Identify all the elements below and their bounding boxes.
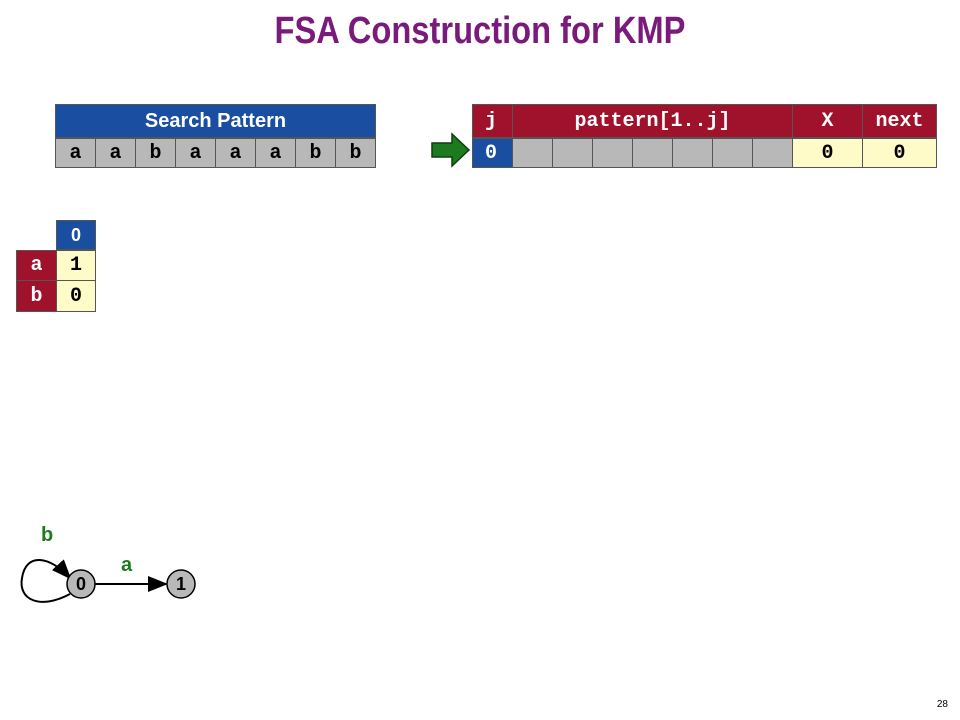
edge-label-b: b — [41, 524, 54, 546]
kmp-pattern-cell — [552, 138, 593, 168]
fsa-value-b: 0 — [56, 280, 96, 312]
pattern-char: a — [95, 138, 136, 168]
kmp-pattern-cell — [592, 138, 633, 168]
kmp-row-next: 0 — [862, 138, 937, 168]
kmp-pattern-cell — [712, 138, 753, 168]
state-1-label: 1 — [175, 574, 186, 594]
kmp-header-pattern: pattern[1..j] — [512, 104, 793, 138]
kmp-header-x: X — [792, 104, 863, 138]
pattern-char: a — [55, 138, 96, 168]
fsa-value-a: 1 — [56, 250, 96, 281]
kmp-pattern-cell — [512, 138, 553, 168]
kmp-pattern-cell — [632, 138, 673, 168]
self-loop-b — [20, 559, 72, 603]
kmp-row-x: 0 — [792, 138, 863, 168]
fsa-symbol-a: a — [16, 250, 57, 281]
kmp-header-next: next — [862, 104, 937, 138]
edge-label-a: a — [121, 554, 133, 576]
pattern-char: b — [135, 138, 176, 168]
page-title: FSA Construction for KMP — [274, 10, 686, 52]
search-pattern-header: Search Pattern — [55, 104, 376, 138]
pattern-char: b — [335, 138, 376, 168]
pattern-char: a — [175, 138, 216, 168]
kmp-row-j: 0 — [472, 138, 513, 168]
pattern-char: a — [215, 138, 256, 168]
kmp-pattern-cell — [672, 138, 713, 168]
fsa-state-header: 0 — [56, 220, 96, 250]
pattern-char: b — [295, 138, 336, 168]
page-number: 28 — [936, 699, 948, 710]
pattern-char: a — [255, 138, 296, 168]
state-0-label: 0 — [75, 574, 86, 594]
kmp-pattern-cell — [752, 138, 793, 168]
kmp-header-j: j — [472, 104, 513, 138]
fsa-symbol-b: b — [16, 280, 57, 312]
